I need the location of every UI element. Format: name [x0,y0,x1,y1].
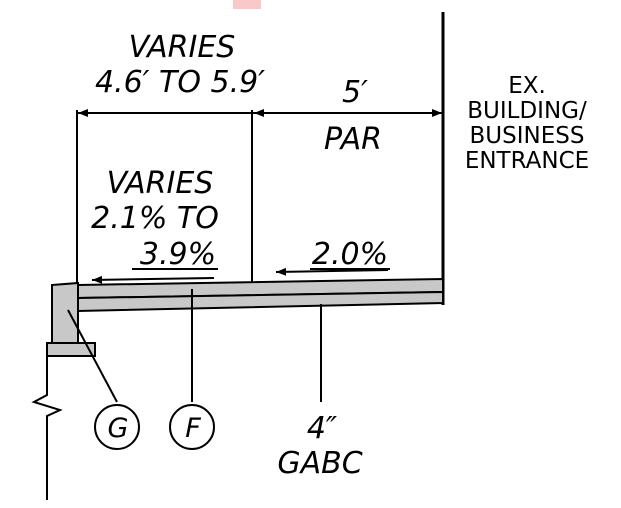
existing-entrance-label-1: EX. [508,73,546,99]
curb-section [51,281,79,344]
leader-g [67,309,118,403]
top-width-label-1: VARIES [129,30,236,65]
right-slope-arrow [275,267,389,276]
callout-f-label: F [185,413,201,444]
right-slope-label: 2.0% [312,237,388,272]
top-width-label-2: 4.6′ TO 5.9′ [95,65,265,100]
existing-entrance-label-4: ENTRANCE [465,148,589,174]
callout-g-circle [94,404,140,450]
left-slope-label-1: VARIES [107,166,214,201]
gabc-depth-label: 4″ [307,411,338,446]
break-line [31,356,63,500]
existing-entrance-label-2: BUILDING/ [467,98,587,124]
curb-base [46,342,96,357]
left-slope-label-3: 3.9% [140,237,216,272]
callout-g-label: G [108,413,129,444]
gabc-base-layer [77,290,444,313]
top-marker [233,0,261,9]
right-width-label: 5′ [342,75,368,110]
callout-f-circle [169,404,215,450]
left-slope-arrow [91,275,215,284]
par-label: PAR [324,122,382,157]
existing-entrance-label-3: BUSINESS [470,123,585,149]
left-slope-label-2: 2.1% TO [91,201,219,236]
gabc-label: GABC [277,446,362,481]
